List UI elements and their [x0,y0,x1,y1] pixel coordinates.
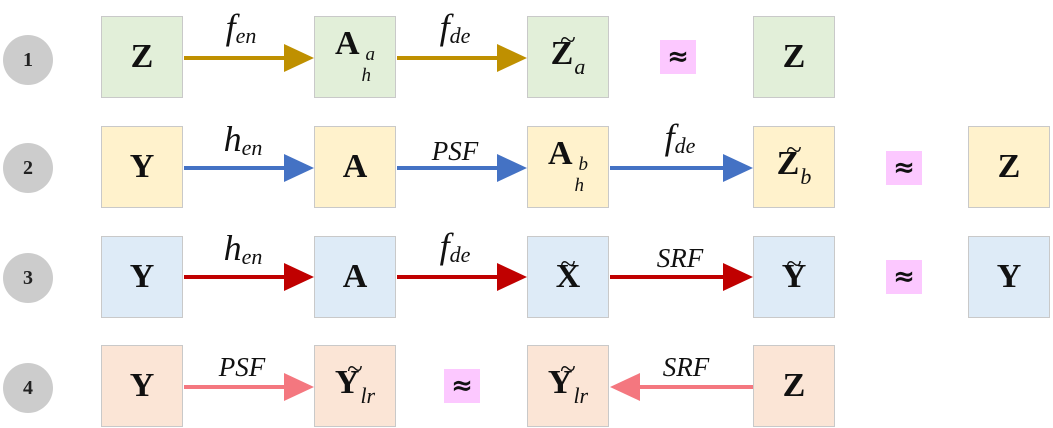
row-1-arrow-encode [184,44,314,72]
row-3-result-box: Y [968,236,1050,318]
row-4-arrow-srf [610,373,753,401]
row-2-arrow-psf [397,154,527,182]
row-2-result-box: Z [968,126,1050,208]
row-1-z-symbol: Z [130,38,154,75]
row-1-f-de-label: fde [439,7,471,48]
row-1-z-tilde-symbol: Z~a [550,24,586,79]
row-2-y-symbol: Y [129,148,155,185]
row-2-a-symbol: A [342,148,368,185]
row-3-y-box: Y [101,236,183,318]
row-1-z-tilde-box: Z~a [527,16,609,98]
row-2-arrow-decode [610,154,753,182]
row-4-psf-label: PSF [218,352,266,382]
row-4-y-symbol: Y [129,367,155,404]
row-4-number: 4 [3,363,53,413]
row-4-y-box: Y [101,345,183,427]
row-2-psf-label: PSF [431,136,479,166]
row-2-approx-symbol: ≈ [886,151,922,185]
row-3-approx-symbol: ≈ [886,260,922,294]
row-2-a-box: A [314,126,396,208]
row-1-number: 1 [3,35,53,85]
row-3-y-symbol: Y [129,258,155,295]
row-1-result-symbol: Z [782,38,806,75]
row-2-y-box: Y [101,126,183,208]
row-2-z-tilde-box: Z~b [753,126,835,208]
row-3-srf-label: SRF [656,243,704,273]
row-4-z-symbol: Z [782,367,806,404]
row-1-arrow-decode [397,44,527,72]
row-3-arrow-srf [610,263,753,291]
row-1-approx-symbol: ≈ [660,40,696,74]
row-2-arrow-encode [184,154,314,182]
row-2-h-en-label: hen [223,119,263,160]
row-1-f-en-label: fen [225,7,257,48]
row-4-y-lr-left-symbol: Y~lr [334,353,376,408]
row-4-approx-symbol: ≈ [444,369,480,403]
row-3-x-tilde-symbol: X~ [555,247,581,295]
row-3-f-de-label: fde [439,226,471,267]
row-3-x-tilde-box: X~ [527,236,609,318]
row-4-y-lr-left-box: Y~lr [314,345,396,427]
row-1-result-box: Z [753,16,835,98]
row-3-y-tilde-box: Y~ [753,236,835,318]
row-4-z-box: Z [753,345,835,427]
row-3-result-symbol: Y [996,258,1022,295]
row-4-y-lr-right-symbol: Y~lr [547,353,589,408]
row-2-f-de-label: fde [664,117,696,158]
row-3-arrow-decode [397,263,527,291]
row-2-number: 2 [3,143,53,193]
row-2-z-tilde-symbol: Z~b [776,134,812,189]
row-3-y-tilde-symbol: Y~ [781,247,807,295]
row-3-number: 3 [3,253,53,303]
row-4-srf-label: SRF [662,352,710,382]
row-3-h-en-label: hen [223,228,263,269]
row-3-a-box: A [314,236,396,318]
row-4-y-lr-right-box: Y~lr [527,345,609,427]
row-3-arrow-encode [184,263,314,291]
row-1-z-box: Z [101,16,183,98]
row-3-a-symbol: A [342,258,368,295]
row-2-result-symbol: Z [997,148,1021,185]
row-4-arrow-psf [184,373,314,401]
